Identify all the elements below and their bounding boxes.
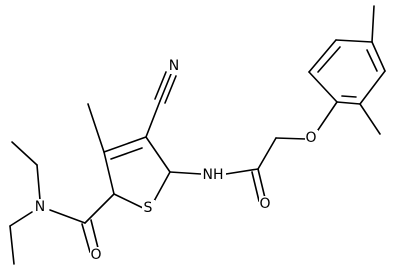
bond-c2-c3 xyxy=(103,151,115,195)
atom-nh: NH xyxy=(201,167,226,183)
atom-o-ether: O xyxy=(305,130,318,146)
bond-ethyl-lower-ch3 xyxy=(9,225,15,265)
atom-label-n-nitrile: N xyxy=(169,58,179,74)
bond-ar4-ar5 xyxy=(371,41,386,72)
bond-carbonyl-ch2 xyxy=(257,137,277,170)
atom-labels: N N O S NH O O xyxy=(34,58,318,263)
bond-ar3-ar4 xyxy=(335,39,373,43)
bond-carbonyl-n xyxy=(49,209,86,224)
bonds xyxy=(9,5,386,265)
bond-carbonyl-o xyxy=(81,223,91,253)
bond-o-aryl xyxy=(317,101,338,131)
bond-carbonyl-o-second xyxy=(90,219,99,249)
bond-ar6-ar1 xyxy=(336,101,361,105)
nitrile-triple-2 xyxy=(154,71,167,100)
atom-n-nitrile: N xyxy=(168,58,181,74)
bond-c5-nh xyxy=(169,171,202,175)
bond-ethyl-upper-ch3 xyxy=(11,141,38,166)
nitrile-triple-1 xyxy=(159,73,172,102)
bond-c3-c4 xyxy=(103,136,147,153)
atom-label-o-amide-right: O xyxy=(259,196,270,212)
bond-carbonyl-o-right-second xyxy=(251,171,260,202)
bond-s-c2 xyxy=(113,193,144,209)
bond-ar1-ar2 xyxy=(308,71,338,103)
bond-carbonyl-o-right xyxy=(257,168,266,199)
bond-c4-cn xyxy=(145,100,161,138)
bond-c3-c4-inner xyxy=(110,147,143,160)
atom-label-nh: NH xyxy=(203,167,224,183)
nitrile-triple-3 xyxy=(164,75,177,104)
atom-label-n-amide-left: N xyxy=(35,199,45,215)
bond-ar4-methyl xyxy=(371,5,375,43)
bond-ar4-ar5-inner xyxy=(366,49,378,72)
atom-o-amide-right: O xyxy=(259,196,272,212)
atom-label-o-ether: O xyxy=(305,130,316,146)
atom-s-ring: S xyxy=(142,200,155,216)
atom-n-amide-left: N xyxy=(34,199,47,215)
bond-ar6-ar1-inner xyxy=(341,95,357,98)
atom-o-amide-left: O xyxy=(90,247,103,263)
atom-label-o-amide-left: O xyxy=(90,247,101,263)
bond-n-ethyl-lower xyxy=(9,211,33,227)
bond-n-ethyl-upper xyxy=(36,164,41,201)
bond-c4-c5 xyxy=(145,136,171,173)
bond-c3-methyl xyxy=(87,103,105,153)
bond-ar2-ar3 xyxy=(308,39,337,73)
bond-c2-carbonyl xyxy=(84,193,115,224)
bond-ar5-ar6 xyxy=(359,70,386,105)
bond-nh-carbonyl xyxy=(225,168,259,175)
bond-c5-s xyxy=(152,171,171,204)
bond-ch2-o xyxy=(275,137,307,140)
bond-ar2-ar3-inner xyxy=(317,46,341,73)
atom-label-s-ring: S xyxy=(144,200,153,216)
bond-ar6-methyl xyxy=(359,103,381,135)
